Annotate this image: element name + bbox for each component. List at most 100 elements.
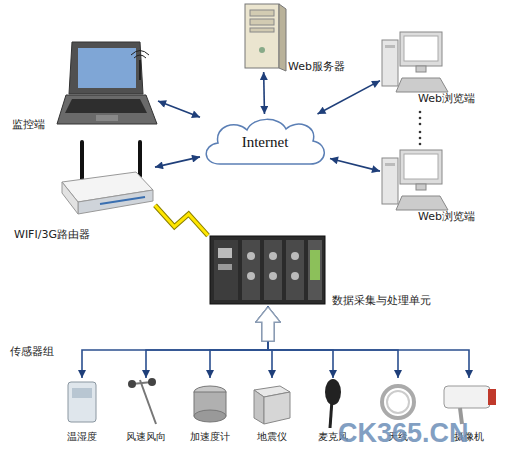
node-label: Web浏览端 [418,92,475,105]
browser-terminal-node: Web浏览端 [380,148,450,212]
laptop-icon-part [139,60,141,80]
acquisition-unit-icon-part [210,236,325,304]
acquisition-unit-icon-part [286,240,304,300]
connector [263,72,265,114]
camera-icon-part [444,386,490,408]
acquisition-unit-icon [210,236,325,304]
connector [210,306,268,378]
connector [146,306,268,378]
antenna-icon-part [387,391,409,413]
computer-icon-part [400,32,442,66]
antenna-icon-part [382,386,414,418]
browser-terminal-node: Web浏览端 [380,30,450,94]
acquisition-unit-icon-part [247,252,255,260]
server-icon-part [245,4,279,68]
connector [330,158,380,171]
acquisition-unit-icon-part [310,250,320,280]
seismometer-icon-part [254,390,264,424]
laptop-icon-part [69,42,143,94]
sensor-node: 加速度计 [190,378,230,426]
node-label: 数据采集与处理单元 [332,294,431,307]
network-link [263,72,265,114]
bus-line [82,306,268,378]
humidity-sensor-icon-part [72,388,92,398]
acquisition-unit-icon-part [218,248,232,258]
ellipsis-dots-part [419,117,422,120]
computer-icon-part [385,45,395,48]
laptop-icon-part [96,115,118,121]
server-node: Web服务器 [238,2,288,72]
connector [155,205,208,235]
router-icon [62,142,153,214]
watermark: CK365.CN [338,418,469,449]
node-label: WIFI/3G路由器 [14,228,90,241]
node-label: Web浏览端 [418,210,475,223]
connector [158,101,200,117]
ellipsis-dots-part [419,131,422,134]
computer-icon-part [416,66,426,72]
computer-icon-part [382,158,398,204]
router-icon-part [80,142,84,184]
node-label: Internet [242,134,289,151]
sensor-node: 风速风向 [126,378,166,426]
sensor-node: 温湿度 [62,378,102,426]
router-icon-part [62,182,78,214]
laptop-icon-part [78,48,136,88]
bus-line [268,306,333,378]
computer-icon [382,32,448,92]
acquisition-unit-icon-part [218,264,232,270]
internet-cloud-node: Internet [200,114,330,170]
ellipsis-dots-part [419,137,422,140]
laptop-icon-part [131,51,149,59]
computer-icon-part [404,36,438,61]
seismometer-icon [254,386,290,424]
router-icon-part [78,190,153,214]
ellipsis-dots [419,111,422,146]
server-icon-part [259,47,265,53]
server-icon-part [250,28,274,32]
laptop-icon-part [65,99,147,113]
acquisition-unit-icon-part [242,240,260,300]
node-label: 地震仪 [232,430,312,443]
wind-sensor-icon [128,378,156,424]
connector [155,157,200,167]
connector [268,306,469,378]
computer-icon [382,150,448,210]
acquisition-unit-icon-part [264,240,282,300]
accelerometer-icon [194,386,226,422]
connector [82,306,268,378]
node-label: 温湿度 [42,430,122,443]
lightning-outline [155,205,208,235]
connector [318,81,381,114]
acquisition-unit-icon-part [308,240,322,300]
connector [268,306,398,378]
computer-icon-part [400,150,442,184]
computer-icon-part [416,184,426,190]
bus-line [146,306,268,378]
router-node: WIFI/3G路由器 [60,140,155,216]
acquisition-unit-icon-part [269,272,277,280]
server-icon-part [279,4,286,71]
acquisition-unit-icon-part [269,252,277,260]
server-icon-part [250,19,274,25]
laptop-icon-part [57,95,157,124]
network-link [158,101,200,117]
bus-line [268,306,469,378]
wind-sensor-icon-part [148,378,156,386]
humidity-sensor-icon-part [68,382,96,422]
microphone-icon-part [325,379,341,405]
node-label: 风速风向 [106,430,186,443]
network-link [318,81,381,114]
computer-icon-part [396,78,448,92]
acquisition-unit-icon-part [247,272,255,280]
acquisition-unit-icon-part [291,252,299,260]
server-icon [245,4,286,71]
seismometer-icon-part [264,392,290,424]
sensor-node: 地震仪 [252,378,292,426]
node-label: 加速度计 [170,430,250,443]
ellipsis-dots-part [419,111,422,114]
humidity-sensor-icon [68,382,96,422]
camera-icon-part [488,389,496,405]
connector [268,306,333,378]
acquisition-unit-node: 数据采集与处理单元 [208,234,328,306]
